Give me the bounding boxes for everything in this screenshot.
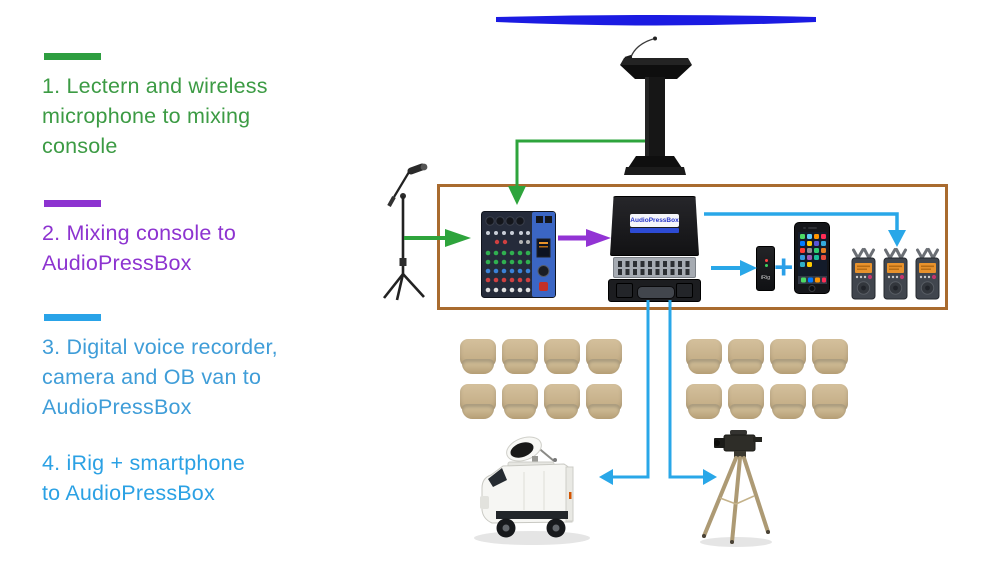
case-front bbox=[608, 279, 701, 302]
home-button-icon bbox=[808, 284, 816, 292]
audiopressbox-case-illustration: AudioPressBox bbox=[607, 194, 702, 302]
audience-chairs-right bbox=[685, 339, 853, 429]
legend-line: microphone to mixing bbox=[42, 104, 251, 128]
case-latch-icon bbox=[616, 283, 633, 298]
chair-icon bbox=[685, 384, 723, 420]
chair-icon bbox=[685, 339, 723, 375]
mixing-console-illustration bbox=[481, 211, 556, 298]
chair-icon bbox=[727, 339, 765, 375]
chair-icon bbox=[811, 384, 849, 420]
legend-line: 2. Mixing console to bbox=[42, 221, 237, 245]
chair-icon bbox=[543, 384, 581, 420]
smartphone-screen bbox=[798, 232, 827, 284]
apb-label-strip bbox=[630, 228, 679, 233]
legend-bar-1 bbox=[44, 53, 101, 60]
voice-recorder-icon bbox=[883, 248, 908, 300]
legend-bar-3 bbox=[44, 314, 101, 321]
tripod-legs-icon bbox=[702, 456, 770, 544]
chair-icon bbox=[585, 339, 623, 375]
video-camera-icon bbox=[714, 430, 762, 452]
satellite-dish-icon bbox=[506, 436, 557, 466]
irig-label-text: iRig bbox=[760, 275, 771, 281]
case-connector-panel bbox=[613, 257, 696, 278]
legend-line: 1. Lectern and wireless bbox=[42, 74, 268, 98]
microphone-icon bbox=[407, 163, 426, 175]
stage-banner bbox=[496, 15, 816, 26]
legend-line: 4. iRig + smartphone bbox=[42, 451, 245, 475]
voice-recorder-icon bbox=[851, 248, 876, 300]
chair-icon bbox=[811, 339, 849, 375]
audience-chairs-left bbox=[459, 339, 627, 429]
voice-recorder-icon bbox=[915, 248, 940, 300]
chair-icon bbox=[585, 384, 623, 420]
ob-van-illustration bbox=[474, 436, 590, 545]
xlr-inputs-icon bbox=[485, 216, 525, 226]
led-icon bbox=[765, 259, 768, 262]
front-camera-icon bbox=[803, 226, 806, 229]
voice-recorders-illustration bbox=[851, 248, 940, 300]
irig-device-illustration: iRig bbox=[756, 246, 775, 291]
case-latch-icon bbox=[676, 283, 693, 298]
legend-item-3: 3. Digital voice recorder, camera and OB… bbox=[42, 314, 278, 422]
gooseneck-microphone-icon bbox=[629, 38, 654, 61]
chair-icon bbox=[501, 339, 539, 375]
legend-item-1: 1. Lectern and wireless microphone to mi… bbox=[42, 53, 268, 161]
chair-icon bbox=[543, 339, 581, 375]
chair-icon bbox=[459, 384, 497, 420]
legend-line: camera and OB van to bbox=[42, 365, 262, 389]
legend-bar-2 bbox=[44, 200, 101, 207]
power-button-icon bbox=[539, 282, 548, 291]
chair-icon bbox=[727, 384, 765, 420]
chair-icon bbox=[501, 384, 539, 420]
app-grid-icon bbox=[800, 234, 826, 267]
legend-line: 3. Digital voice recorder, bbox=[42, 335, 278, 359]
wireless-microphone-stand-illustration bbox=[382, 163, 428, 301]
legend-line: console bbox=[42, 134, 118, 158]
windshield-icon bbox=[488, 468, 507, 487]
audiopressbox-label: AudioPressBox bbox=[630, 214, 679, 227]
plus-sign: + bbox=[774, 248, 794, 285]
legend-item-2: 2. Mixing console to AudioPressBox bbox=[42, 200, 236, 278]
legend-item-4: 4. iRig + smartphone to AudioPressBox bbox=[42, 448, 245, 508]
audiopressbox-label-text: AudioPressBox bbox=[630, 217, 679, 224]
smartphone-illustration bbox=[794, 222, 830, 294]
earpiece-icon bbox=[808, 227, 817, 229]
led-icon bbox=[765, 264, 768, 267]
chair-icon bbox=[769, 384, 807, 420]
lectern-illustration bbox=[620, 36, 692, 175]
camera-tripod-illustration bbox=[700, 430, 772, 547]
legend-line: to AudioPressBox bbox=[42, 481, 215, 505]
chair-icon bbox=[769, 339, 807, 375]
legend-line: AudioPressBox bbox=[42, 395, 192, 419]
case-handle-icon bbox=[637, 286, 675, 299]
chair-icon bbox=[459, 339, 497, 375]
legend-line: AudioPressBox bbox=[42, 251, 192, 275]
